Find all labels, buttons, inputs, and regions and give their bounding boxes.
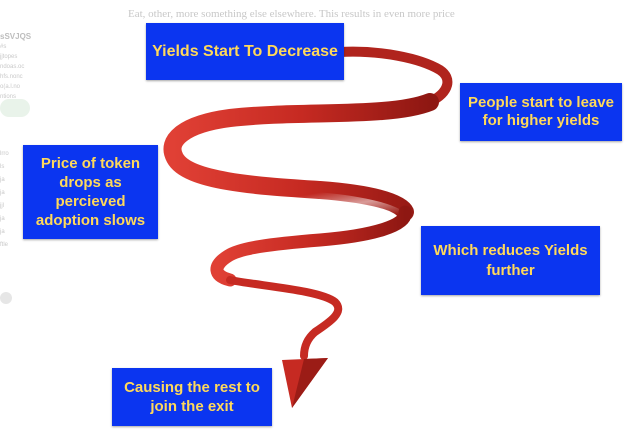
label-which-reduces-yields: Which reduces Yields further — [421, 226, 600, 295]
background-left-text: #s jjtopes ndoas.oc hfs.nonc o(a.l.no nt… — [0, 44, 25, 100]
background-avatar — [0, 292, 12, 304]
background-pill — [0, 99, 30, 117]
label-people-start-to-leave: People start to leave for higher yields — [460, 83, 622, 141]
label-price-of-token-drops: Price of token drops as percieved adopti… — [23, 145, 158, 239]
spiral-tail — [335, 46, 453, 107]
background-top-text: Eat, other, more something else elsewher… — [128, 8, 455, 20]
spiral-highlight — [295, 191, 403, 219]
background-left-lower-text: lrro ls ja ja jjl ja ja ftle — [0, 151, 9, 248]
spiral-lower-loop — [226, 276, 343, 360]
spiral-arrowhead-shade — [292, 358, 328, 408]
label-yields-start-to-decrease: Yields Start To Decrease — [146, 23, 344, 80]
spiral-upper-loop — [163, 93, 439, 221]
spiral-middle-loop — [210, 205, 412, 287]
background-left-heading: sSVJQS — [0, 32, 32, 41]
label-causing-the-rest-to-exit: Causing the rest to join the exit — [112, 368, 272, 426]
